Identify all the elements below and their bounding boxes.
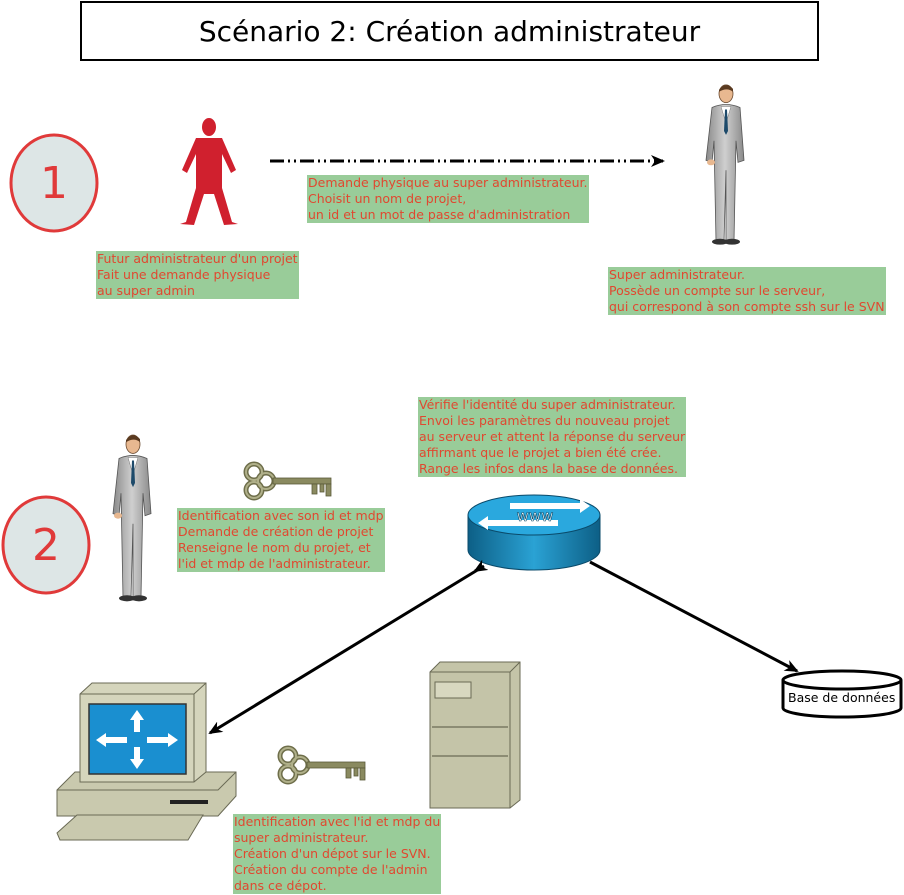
computer-router-arrow: [208, 564, 485, 735]
router-label: www: [517, 507, 554, 525]
database-icon: [781, 669, 903, 719]
key-icon-2: [280, 748, 365, 782]
router-database-arrow: [589, 560, 799, 673]
router-icon: www: [467, 494, 601, 571]
red-person-icon: [180, 118, 238, 225]
super-admin-icon: [705, 84, 745, 246]
key-icon: [246, 464, 331, 498]
computer-icon: [56, 682, 237, 841]
server-icon: [429, 661, 521, 809]
diagram-title: Scénario 2: Création administrateur: [80, 1, 819, 61]
step-1-circle: 1: [9, 133, 99, 233]
note-request: Demande physique au super administrateur…: [307, 175, 589, 223]
note-identification: Identification avec son id et mdp Demand…: [177, 508, 385, 572]
note-verify: Vérifie l'identité du super administrate…: [418, 397, 687, 477]
note-future-admin: Futur administrateur d'un projet Fait un…: [96, 251, 299, 299]
step-2-circle: 2: [1, 495, 91, 595]
database-label: Base de données: [788, 690, 896, 705]
step-1-number: 1: [40, 158, 68, 209]
businessman-icon: [112, 434, 152, 602]
step-2-number: 2: [32, 520, 60, 571]
note-super-admin: Super administrateur. Possède un compte …: [608, 267, 886, 315]
note-svn: Identification avec l'id et mdp du super…: [233, 814, 442, 894]
